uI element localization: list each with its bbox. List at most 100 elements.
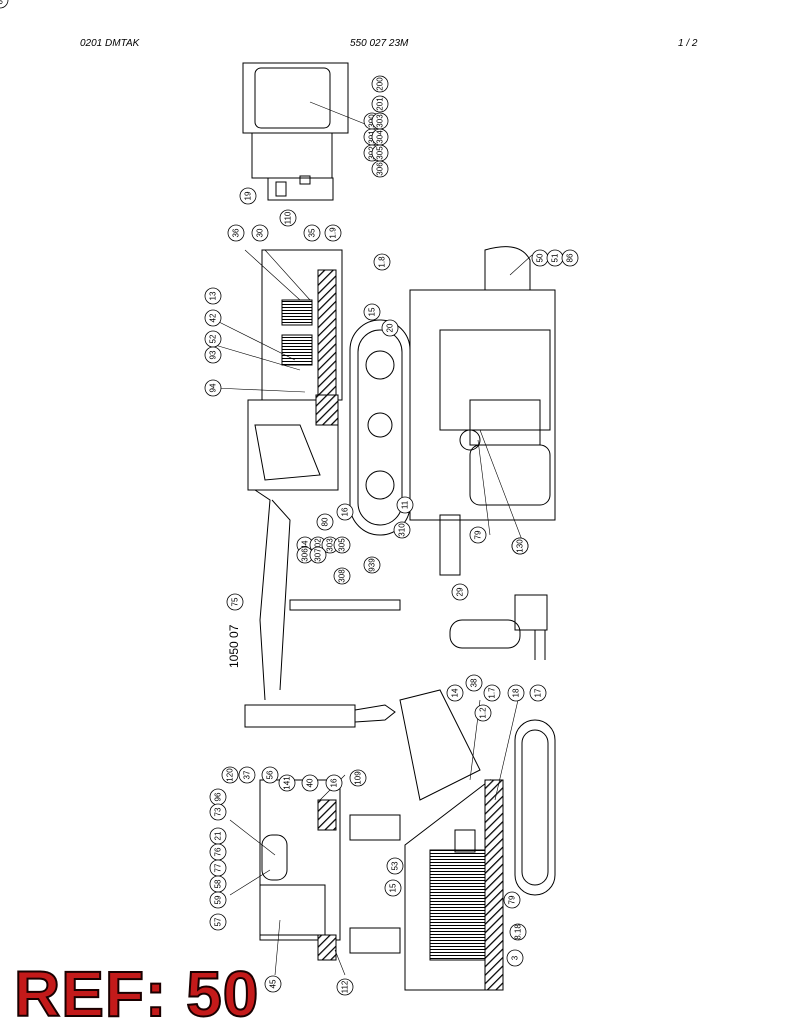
callout-circle <box>336 978 354 996</box>
callout-circle <box>238 766 256 784</box>
callout-label: 79 <box>474 530 483 539</box>
callout-label: 306 <box>301 548 310 562</box>
cab-top-view <box>242 62 349 201</box>
callout-label: 16 <box>341 507 350 516</box>
callout-circle <box>261 766 279 784</box>
callout-label: 77 <box>214 863 223 872</box>
callout-circle <box>451 583 469 601</box>
callout-circle <box>509 923 527 941</box>
callout-label: 17 <box>534 688 543 697</box>
callout-circle <box>507 684 525 702</box>
callout-label: 42 <box>209 313 218 322</box>
header-part-number: 550 027 23M <box>350 38 409 49</box>
callout-label: 13 <box>209 291 218 300</box>
callout-label: 303 <box>376 114 385 128</box>
callout-label: 19 <box>244 191 253 200</box>
callout-label: 14 <box>451 688 460 697</box>
callout-label: 69 <box>0 0 5 4</box>
callout-label: 96 <box>214 792 223 801</box>
callout-label: 56 <box>266 770 275 779</box>
callout-circle <box>227 224 245 242</box>
callout-label: 109 <box>354 771 363 785</box>
callout-circle <box>506 949 524 967</box>
callout-label: 3 <box>511 955 520 960</box>
callout-circle <box>371 95 389 113</box>
callout-label: 130 <box>516 539 525 553</box>
callout-circle <box>336 503 354 521</box>
callout-circle <box>204 346 222 364</box>
callout-label: 110 <box>284 211 293 224</box>
callout-circle <box>349 769 367 787</box>
callout-label: 57 <box>214 917 223 926</box>
callout-label: 20 <box>386 323 395 332</box>
machine-front-view <box>259 779 401 961</box>
callout-label: 53 <box>391 861 400 870</box>
callout-label: 35 <box>308 228 317 237</box>
callout-label: 18 <box>512 688 521 697</box>
callout-label: 15 <box>389 883 398 892</box>
callout-circle <box>469 526 487 544</box>
callout-label: 939 <box>368 558 377 572</box>
callout-circle <box>393 521 411 539</box>
callout-label: 37 <box>243 770 252 779</box>
callout-group: 200201300301302303304305306191103630351.… <box>0 0 579 996</box>
ref-stamp: REF: 50 <box>13 958 260 1030</box>
track-assembly-lower <box>514 719 556 896</box>
callout-circle <box>209 891 227 909</box>
callout-label: 40 <box>306 778 315 787</box>
callout-circle <box>363 556 381 574</box>
callout-label: 1.7 <box>488 687 497 699</box>
callout-label: 75 <box>231 597 240 606</box>
callout-label: 1.8 <box>378 256 387 268</box>
machine-body-lower <box>399 689 504 991</box>
callout-label: 52 <box>209 334 218 343</box>
callout-circle <box>446 684 464 702</box>
callout-label: 302 <box>314 538 323 552</box>
callout-label: 305 <box>338 538 347 552</box>
callout-label: 80 <box>321 517 330 526</box>
callout-circle <box>264 975 282 993</box>
callout-label: 308 <box>338 569 347 583</box>
callout-label: 44 <box>301 540 310 549</box>
callout-label: 50 <box>536 253 545 262</box>
callout-circle <box>333 567 351 585</box>
callout-label: 141 <box>283 776 292 790</box>
callout-circle <box>483 684 501 702</box>
callout-label: 76 <box>214 847 223 856</box>
callout-circle <box>384 879 402 897</box>
callout-circle <box>221 766 239 784</box>
callout-circle <box>561 249 579 267</box>
callout-circle <box>209 803 227 821</box>
callout-label: 15 <box>368 307 377 316</box>
callout-circle <box>529 684 547 702</box>
callout-label: 38 <box>470 678 479 687</box>
side-label: 1050 07 <box>227 624 241 668</box>
callout-circle <box>209 913 227 931</box>
callout-circle <box>373 253 391 271</box>
callout-circle <box>204 287 222 305</box>
callout-label: 30 <box>256 228 265 237</box>
callout-circle <box>226 593 244 611</box>
callout-circle <box>333 536 351 554</box>
callout-label: 93 <box>209 350 218 359</box>
callout-circle <box>204 379 222 397</box>
callout-circle <box>316 513 334 531</box>
callout-circle <box>309 546 327 564</box>
callout-label: 200 <box>376 77 385 91</box>
callout-circle <box>0 0 9 9</box>
callout-label: 94 <box>209 383 218 392</box>
callout-label: 51 <box>551 253 560 262</box>
callout-circle <box>474 704 492 722</box>
callout-label: 112 <box>341 980 350 993</box>
callout-label: 201 <box>376 97 385 111</box>
air-tank <box>449 594 548 660</box>
machine-body-upper <box>409 246 556 576</box>
callout-label: 310 <box>398 523 407 537</box>
callout-circle <box>381 319 399 337</box>
callout-label: 305 <box>376 146 385 160</box>
callout-circle <box>386 857 404 875</box>
callout-circle <box>303 224 321 242</box>
callout-label: 36 <box>232 228 241 237</box>
callout-circle <box>204 309 222 327</box>
